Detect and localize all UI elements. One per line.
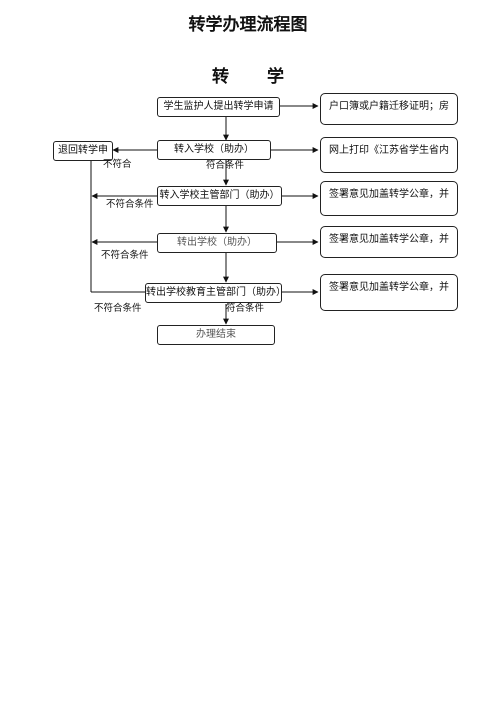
material-arrows <box>271 103 319 295</box>
step-apply: 学生监护人提出转学申请 <box>157 97 280 117</box>
reject-box: 退回转学申 <box>53 141 113 161</box>
label-reject-2: 不符合条件 <box>106 199 154 210</box>
material-box-1: 户口簿或户籍迁移证明；房 <box>320 93 458 125</box>
material-box-4: 签署意见加盖转学公章，并 <box>320 226 458 258</box>
step-sending-school: 转出学校（助办） <box>157 233 277 253</box>
step-receiving-authority: 转入学校主管部门（助办） <box>157 186 282 206</box>
page-title: 转学办理流程图 <box>188 15 308 35</box>
page-subtitle: 转 学 <box>212 67 300 87</box>
step-sending-authority: 转出学校教育主管部门（助办） <box>145 283 282 303</box>
step-finish: 办理结束 <box>157 325 275 345</box>
rejection-arrows <box>90 147 157 293</box>
label-reject-4: 不符合条件 <box>94 303 142 314</box>
step-receiving-school: 转入学校（助办） <box>157 140 271 160</box>
material-box-5: 签署意见加盖转学公章，并 <box>320 274 458 311</box>
material-box-3: 签署意见加盖转学公章，并 <box>320 181 458 216</box>
label-reject-3: 不符合条件 <box>101 250 149 261</box>
label-accept-1: 符合条件 <box>206 160 245 171</box>
material-box-2: 网上打印《江苏省学生省内 <box>320 137 458 173</box>
label-accept-4: 符合条件 <box>226 303 265 314</box>
label-reject-1: 不符合 <box>103 159 132 170</box>
